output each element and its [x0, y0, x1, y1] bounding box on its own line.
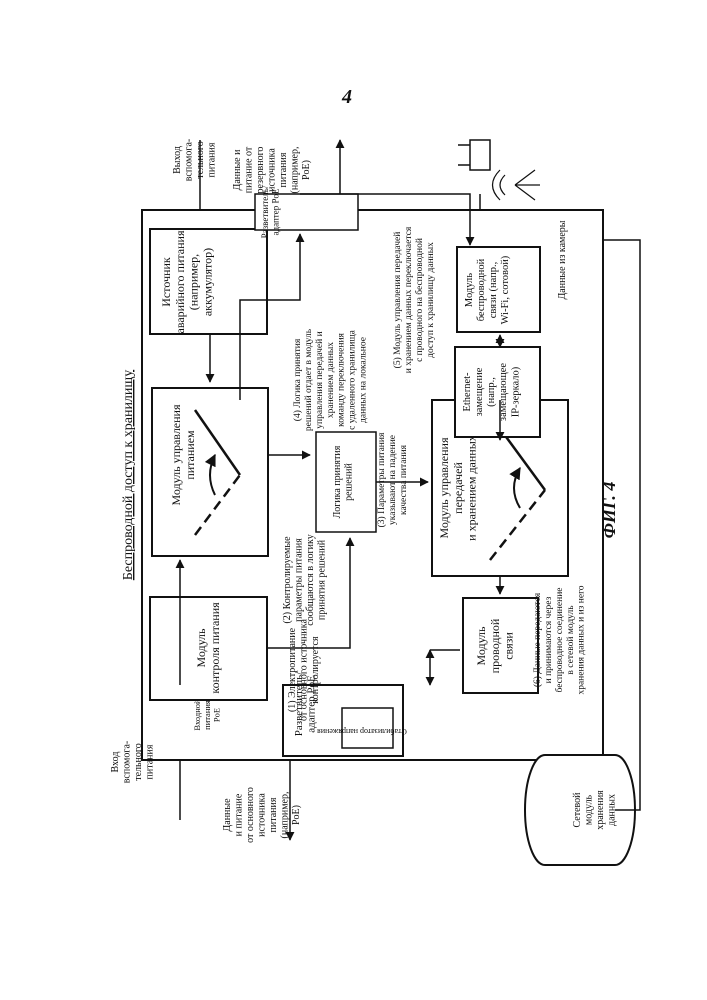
text-line: и принимаются через: [544, 596, 554, 683]
text-line: питанием: [183, 430, 197, 480]
backup-output-label: Данные ипитание отрезервногоисточникапит…: [232, 146, 312, 193]
text-line: Ethernet-: [462, 372, 473, 412]
text-line: в сетевой модуль: [565, 605, 576, 675]
text-line: Wi-Fi, сотовой): [500, 255, 511, 324]
text-line: с удаленного хранилища: [348, 329, 358, 430]
text-line: PoE: [212, 708, 222, 722]
text-line: сообщаются в логику: [305, 534, 316, 625]
text-line: связи: [502, 632, 516, 660]
text-line: питания: [278, 152, 289, 187]
text-line: адаптер PoE: [270, 188, 280, 235]
text-line: (2) Контролируемые: [282, 536, 293, 624]
text-line: вспомога-: [184, 139, 195, 181]
text-line: тельного: [133, 743, 144, 781]
cell-tower-icon: [493, 170, 541, 200]
aux-input-label: Входвспомога-тельногопитания: [110, 741, 156, 783]
text-line: (6) Данные передаются: [532, 592, 543, 687]
text-line: питание от: [244, 146, 255, 193]
text-line: хранения данных и из него: [577, 585, 587, 694]
text-line: беспроводное соединение: [554, 587, 565, 692]
text-line: от основного: [245, 787, 256, 843]
figure-label: ФИГ. 4: [599, 482, 619, 539]
router-icon: [458, 140, 490, 170]
text-line: с проводного на беспроводной: [414, 238, 425, 362]
text-line: Модуль: [474, 626, 488, 666]
text-line: Данные и: [232, 149, 243, 191]
text-line: связи (напр.,: [488, 262, 499, 318]
text-line: Вход: [110, 752, 121, 773]
text-line: доступ к хранилищу данных: [426, 242, 436, 358]
text-line: Источник: [159, 257, 173, 307]
text-line: Модуль: [464, 273, 475, 307]
text-line: питания: [268, 797, 279, 832]
text-line: и питание: [234, 793, 245, 836]
text-line: (например,: [290, 147, 301, 194]
text-line: от основного источника: [299, 619, 310, 721]
text-line: данных на локальное: [359, 337, 369, 423]
camera-label: Данные из камеры: [557, 220, 568, 299]
aux-output-label: Выходвспомога-тельногопитания: [172, 139, 218, 181]
note-6: (6) Данные передаютсяи принимаются через…: [532, 585, 587, 694]
text-line: IP-зеркало): [510, 366, 521, 417]
text-line: питания: [207, 142, 218, 177]
text-line: хранением данных: [326, 342, 336, 418]
text-line: модуль: [584, 794, 595, 825]
text-line: принятия решений: [317, 539, 328, 620]
stabilizer-label: Стабилизатор напряжения: [317, 727, 407, 736]
text-line: источника: [267, 148, 278, 192]
text-line: PoE): [291, 805, 302, 825]
text-line: замещение: [474, 367, 485, 416]
text-line: питания: [202, 700, 212, 730]
text-line: резервного: [255, 147, 266, 194]
text-line: контролируется: [310, 636, 321, 704]
text-line: аккумулятор): [200, 248, 214, 316]
note-2: (2) Контролируемыепараметры питаниясообщ…: [282, 534, 328, 625]
text-line: Данные: [222, 798, 233, 832]
text-line: Выход: [172, 146, 183, 174]
text-line: PoE): [301, 160, 312, 180]
text-line: параметры питания: [294, 538, 305, 622]
network-storage-label: Сетевоймодульхраненияданных: [572, 790, 618, 830]
text-line: Логика принятия: [332, 445, 343, 518]
text-line: (напр.,: [486, 377, 497, 407]
text-line: источника: [257, 793, 268, 837]
text-line: (например,: [187, 254, 201, 310]
text-line: решений: [344, 463, 355, 501]
text-line: Модуль управления: [437, 437, 451, 538]
text-line: и хранением данных: [465, 435, 479, 541]
text-line: управления передачей и: [314, 331, 325, 428]
text-line: (например,: [280, 792, 291, 839]
note-4: (4) Логика принятиярешений отдает в моду…: [292, 328, 369, 431]
text-line: качества питания: [399, 444, 409, 515]
note-3: (3) Параметры питанияуказывают на падени…: [376, 432, 409, 527]
poe-input-label: ВходнойпитанияPoE: [192, 699, 222, 731]
text-line: проводной: [488, 618, 502, 673]
text-line: (3) Параметры питания: [376, 432, 387, 527]
text-line: передачей: [451, 462, 465, 514]
text-line: вспомога-: [122, 741, 133, 783]
text-line: и хранением данных переключается: [404, 226, 414, 373]
figure-title: Беспроводной доступ к хранилищу: [121, 370, 136, 580]
text-line: питания: [145, 744, 156, 779]
note-5: (5) Модуль управления передачейи хранени…: [392, 226, 436, 373]
text-line: Модуль управления: [169, 404, 183, 505]
text-line: Модуль: [194, 628, 208, 668]
text-line: хранения: [595, 790, 606, 830]
text-line: решений отдает в модуль: [303, 328, 314, 431]
text-line: беспроводной: [476, 258, 487, 321]
text-line: указывают на падение: [388, 435, 398, 525]
text-line: (1) Электропитание: [287, 627, 298, 712]
text-line: контроля питания: [208, 602, 222, 694]
text-line: (4) Логика принятия: [292, 338, 303, 421]
text-line: аварийного питания: [173, 230, 187, 333]
text-line: команду переключения: [337, 332, 347, 426]
text-line: Входной: [192, 699, 202, 731]
text-line: (5) Модуль управления передачей: [392, 232, 403, 369]
text-line: Сетевой: [572, 792, 583, 828]
